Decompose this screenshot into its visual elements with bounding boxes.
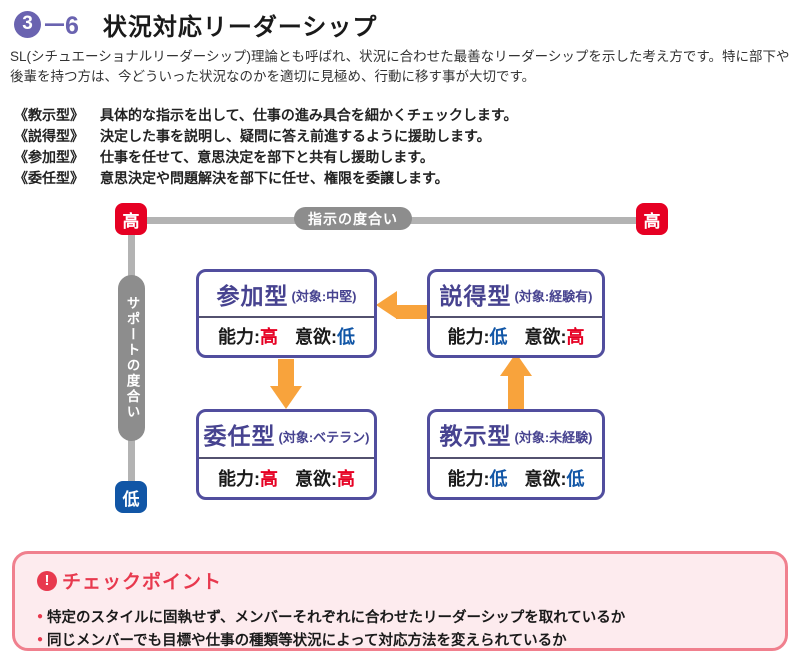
- type-description: 意思決定や問題解決を部下に任せ、権限を委譲します。: [100, 169, 449, 186]
- will-label: 意欲:: [524, 327, 567, 348]
- will-value: 高: [337, 468, 355, 489]
- left-axis-label: サポートの度合い: [118, 275, 145, 441]
- ability-value: 低: [489, 468, 508, 489]
- will-label: 意欲:: [295, 468, 337, 489]
- checkpoint-box: ! チェックポイント ● 特定のスタイルに固執せず、メンバーそれぞれに合わせたリ…: [12, 551, 788, 651]
- bullet-icon: ●: [37, 634, 44, 645]
- type-label: 《委任型》: [14, 169, 84, 186]
- list-item: 《説得型》 決定した事を説明し、疑問に答え前進するように援助します。: [14, 125, 800, 146]
- intro-line-1: SL(シチュエーショナルリーダーシップ)理論とも呼ばれ、状況に合わせた最善なリー…: [10, 49, 790, 64]
- ability-value: 高: [260, 327, 278, 348]
- ability-label: 能力:: [218, 327, 260, 348]
- box-value-row: 能力:高 意欲:低: [199, 318, 374, 355]
- list-item: 《参加型》 仕事を任せて、意思決定を部下と共有し援助します。: [14, 146, 800, 167]
- box-title-row: 委任型 (対象:ベテラン): [199, 412, 374, 459]
- arrow-left-icon: [376, 291, 397, 319]
- box-target: (対象:ベテラン): [278, 429, 370, 445]
- box-title-row: 参加型 (対象:中堅): [199, 272, 374, 318]
- checkpoint-item: ● 特定のスタイルに固執せず、メンバーそれぞれに合わせたリーダーシップを取れてい…: [37, 605, 765, 628]
- checkpoint-item: ● 同じメンバーでも目標や仕事の種類等状況によって対応方法を変えられているか: [37, 628, 765, 651]
- page-header: 3 －6 状況対応リーダーシップ: [0, 0, 800, 41]
- bullet-icon: ●: [37, 611, 44, 622]
- chapter-number-badge: 3: [14, 10, 41, 38]
- intro-paragraph: SL(シチュエーショナルリーダーシップ)理論とも呼ばれ、状況に合わせた最善なリー…: [10, 47, 790, 87]
- box-title: 説得型: [439, 282, 512, 309]
- arrow-teach-to-persuade-shaft: [508, 375, 524, 410]
- ability-label: 能力:: [447, 468, 490, 489]
- section-number: －6: [42, 12, 79, 40]
- type-label: 《参加型》: [14, 148, 84, 165]
- exclamation-circle-icon: !: [37, 570, 57, 591]
- box-value-row: 能力:高 意欲:高: [199, 459, 374, 497]
- box-title: 委任型: [203, 423, 276, 450]
- arrow-down-icon: [270, 386, 302, 409]
- box-title: 教示型: [439, 423, 512, 450]
- axis-end-high-left: 高: [115, 203, 147, 235]
- box-value-row: 能力:低 意欲:高: [430, 318, 602, 355]
- arrow-up-icon: [500, 353, 532, 376]
- ability-value: 高: [260, 468, 278, 489]
- ability-value: 低: [489, 327, 508, 348]
- box-title: 参加型: [216, 282, 289, 309]
- will-value: 低: [337, 327, 355, 348]
- arrow-persuade-to-participate-shaft: [396, 305, 428, 319]
- checkpoint-text: 同じメンバーでも目標や仕事の種類等状況によって対応方法を変えられているか: [47, 633, 567, 649]
- leadership-type-list: 《教示型》 具体的な指示を出して、仕事の進み具合を細かくチェックします。 《説得…: [14, 104, 800, 188]
- box-selling-type: 説得型 (対象:経験有) 能力:低 意欲:高: [427, 269, 605, 358]
- box-value-row: 能力:低 意欲:低: [430, 459, 602, 497]
- checkpoint-title: チェックポイント: [62, 572, 223, 593]
- box-telling-type: 教示型 (対象:未経験) 能力:低 意欲:低: [427, 409, 605, 500]
- type-description: 仕事を任せて、意思決定を部下と共有し援助します。: [100, 148, 434, 165]
- ability-label: 能力:: [218, 468, 260, 489]
- box-title-row: 説得型 (対象:経験有): [430, 272, 602, 318]
- list-item: 《教示型》 具体的な指示を出して、仕事の進み具合を細かくチェックします。: [14, 104, 800, 125]
- box-delegating-type: 委任型 (対象:ベテラン) 能力:高 意欲:高: [196, 409, 377, 500]
- page-title: 状況対応リーダーシップ: [102, 13, 378, 41]
- checkpoint-header: ! チェックポイント: [37, 567, 765, 594]
- ability-label: 能力:: [447, 327, 490, 348]
- axis-end-low: 低: [115, 481, 147, 513]
- axis-end-high-right: 高: [636, 203, 668, 235]
- will-value: 高: [566, 327, 585, 348]
- box-participating-type: 参加型 (対象:中堅) 能力:高 意欲:低: [196, 269, 377, 358]
- sl-quadrant-diagram: 高 高 低 指示の度合い サポートの度合い 参加型 (対象:中堅) 能力:高 意…: [0, 198, 800, 530]
- type-description: 決定した事を説明し、疑問に答え前進するように援助します。: [100, 127, 491, 144]
- box-target: (対象:未経験): [514, 429, 593, 445]
- box-title-row: 教示型 (対象:未経験): [430, 412, 602, 459]
- will-label: 意欲:: [524, 468, 567, 489]
- box-target: (対象:中堅): [291, 289, 357, 305]
- checkpoint-list: ● 特定のスタイルに固執せず、メンバーそれぞれに合わせたリーダーシップを取れてい…: [37, 605, 765, 651]
- box-target: (対象:経験有): [514, 289, 593, 305]
- checkpoint-text: 特定のスタイルに固執せず、メンバーそれぞれに合わせたリーダーシップを取れているか: [47, 610, 626, 626]
- list-item: 《委任型》 意思決定や問題解決を部下に任せ、権限を委譲します。: [14, 167, 800, 188]
- will-value: 低: [566, 468, 585, 489]
- intro-line-2: 後輩を持つ方は、今どういった状況なのかを適切に見極め、行動に移す事が大切です。: [10, 69, 536, 84]
- will-label: 意欲:: [295, 327, 337, 348]
- top-axis-label: 指示の度合い: [294, 207, 412, 230]
- arrow-participate-to-delegate-shaft: [278, 359, 294, 387]
- type-label: 《教示型》: [14, 106, 84, 123]
- type-label: 《説得型》: [14, 127, 84, 144]
- type-description: 具体的な指示を出して、仕事の進み具合を細かくチェックします。: [100, 106, 518, 123]
